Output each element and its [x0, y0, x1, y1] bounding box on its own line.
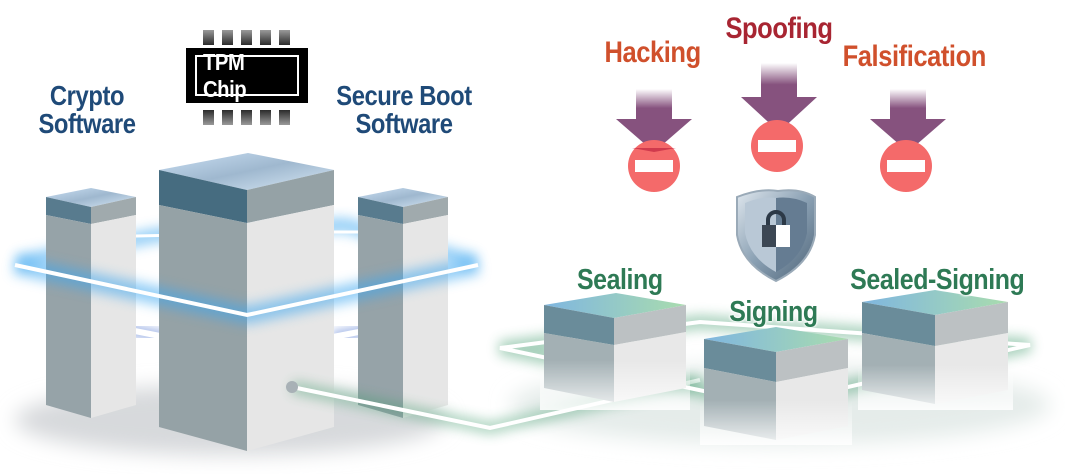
sealed-signing-block — [858, 290, 1013, 410]
crypto-software-label: Crypto Software — [38, 80, 136, 139]
chip-pin — [260, 30, 271, 45]
falsification-blocked-arrow-icon — [870, 89, 946, 192]
crypto-software-tower — [46, 188, 136, 418]
chip-pin — [241, 30, 252, 45]
hacking-blocked-arrow-icon — [616, 89, 692, 192]
chip-pin — [279, 30, 290, 45]
chip-pin — [222, 110, 233, 125]
tpm-tower — [159, 153, 334, 451]
chip-pin — [241, 110, 252, 125]
secure-boot-tower — [358, 188, 448, 418]
threat-label-falsification: Falsification — [842, 40, 987, 73]
chip-pin — [279, 110, 290, 125]
chip-pin — [203, 30, 214, 45]
function-label-signing: Signing — [729, 296, 818, 328]
tpm-chip-label: TPM Chip — [203, 48, 247, 102]
function-label-sealing: Sealing — [576, 264, 663, 296]
function-label-sealed-signing: Sealed-Signing — [850, 264, 1025, 296]
shield-lock-icon — [736, 189, 816, 283]
threat-label-spoofing: Spoofing — [725, 12, 833, 45]
blue-ring-front — [13, 256, 480, 325]
chip-pin — [260, 110, 271, 125]
chip-pin — [222, 30, 233, 45]
signing-block — [700, 327, 852, 445]
spoofing-blocked-arrow-icon — [741, 63, 817, 172]
secure-boot-software-label: Secure Boot Software — [336, 80, 472, 139]
threat-label-hacking: Hacking — [604, 36, 701, 69]
sealing-block — [540, 293, 690, 410]
tpm-chip: TPM Chip — [186, 48, 308, 103]
chip-pin — [203, 110, 214, 125]
